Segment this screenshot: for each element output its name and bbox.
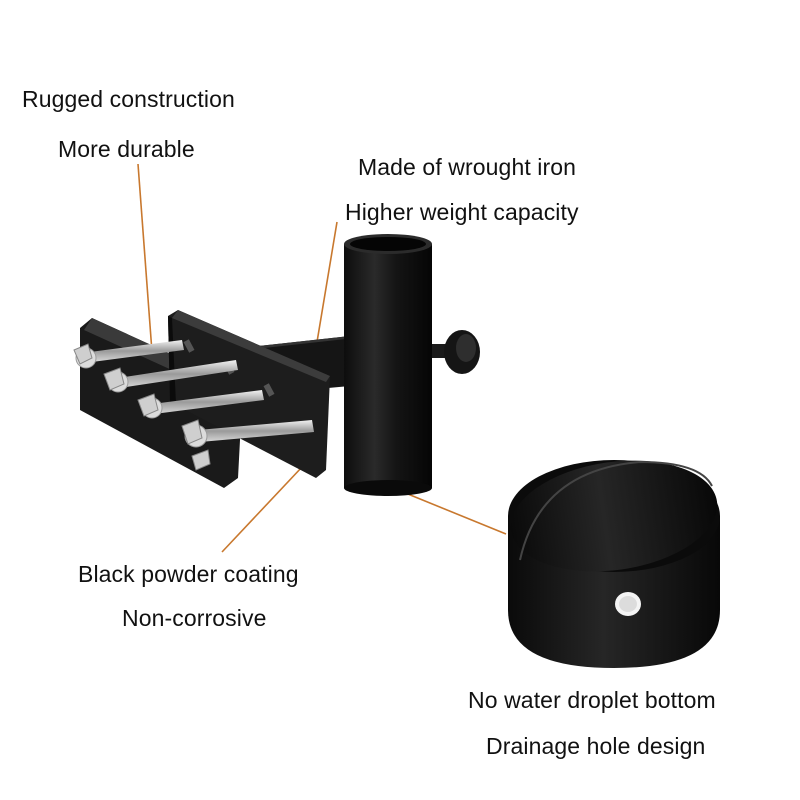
callout-weight-capacity: Higher weight capacity [345,199,579,225]
bolt-1 [73,340,184,369]
callout-drainage-hole: Drainage hole design [486,733,706,759]
leader-line-bottom [397,489,507,535]
callout-more-durable: More durable [58,136,195,162]
leader-line-construction [137,163,153,353]
callout-non-corrosive: Non-corrosive [122,605,267,631]
clamp-bolts [73,340,314,471]
vertical-tube [344,234,432,496]
bolt-3 [137,390,264,419]
callout-powder-coating: Black powder coating [78,561,299,587]
bolt-4 [181,419,314,471]
callout-no-droplet-bottom: No water droplet bottom [468,687,716,713]
leader-lines [137,163,507,553]
callout-rugged-construction: Rugged construction [22,86,235,112]
bolt-2 [103,360,238,393]
base-cap [508,460,720,668]
callout-wrought-iron: Made of wrought iron [358,154,577,180]
tightening-knob-icon [432,330,480,374]
leader-line-material [315,221,338,349]
